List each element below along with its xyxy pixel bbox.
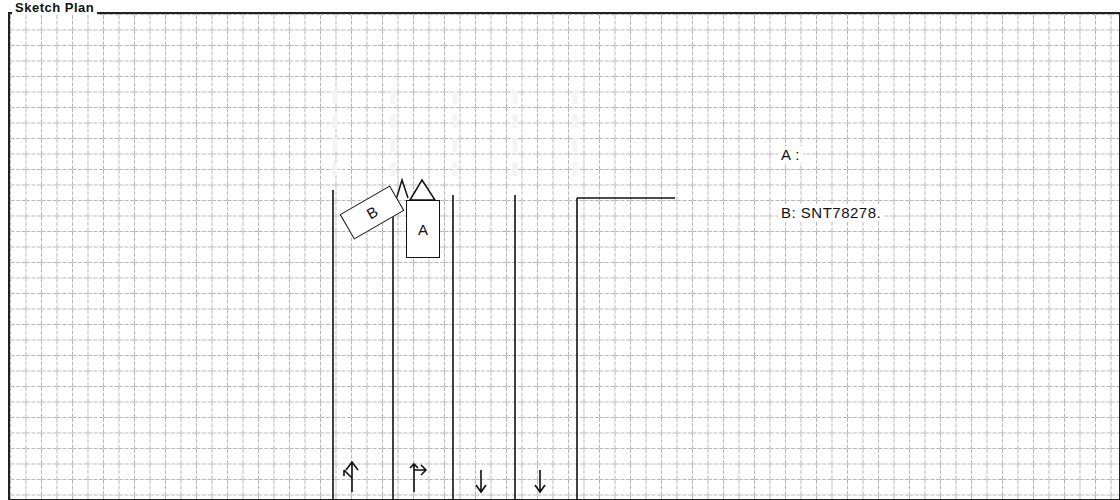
vehicle-plate-note: B: SNT78278. (778, 204, 884, 221)
vehicle-box: A (406, 200, 440, 258)
lane-arrows (344, 462, 545, 492)
lane-lines (333, 190, 675, 500)
sheet-title: Sketch Plan (12, 0, 97, 15)
faded-marks (335, 90, 575, 180)
vehicle-label: B (363, 202, 380, 222)
vehicle-note: A : (778, 146, 803, 163)
grid-frame (9, 13, 1120, 500)
vehicle-label: A (418, 221, 428, 238)
vehicle-direction-marks (396, 180, 435, 200)
